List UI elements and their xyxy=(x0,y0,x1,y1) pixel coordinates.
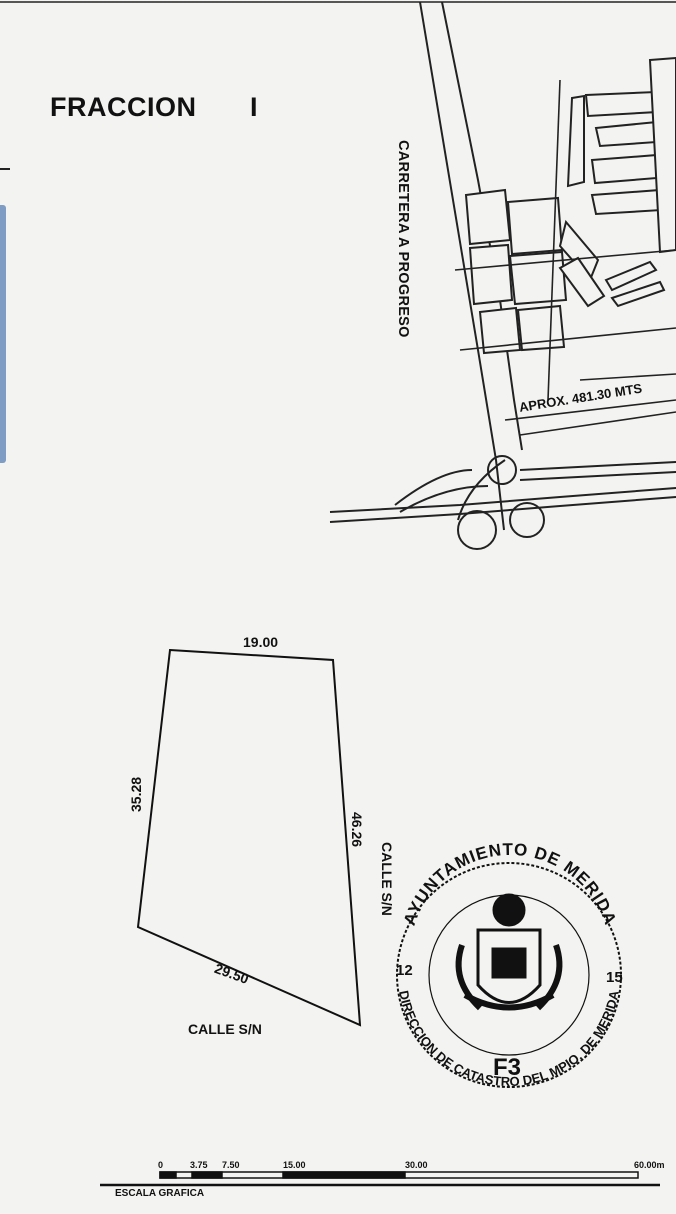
seal-left-number: 12 xyxy=(396,962,413,979)
street-label-right: CALLE S/N xyxy=(379,842,395,916)
graphic-scale-bar xyxy=(100,1171,660,1187)
interchange xyxy=(394,455,545,550)
scale-label: ESCALA GRAFICA xyxy=(115,1188,205,1199)
scale-tick: 30.00 xyxy=(405,1160,428,1170)
parcel-side-top: 19.00 xyxy=(243,634,279,650)
street-lines xyxy=(454,79,676,421)
ring-road xyxy=(329,461,676,523)
page-title-numeral: I xyxy=(250,92,258,122)
scale-tick: 60.00m xyxy=(634,1160,665,1170)
parcel-side-right: 46.26 xyxy=(349,812,365,848)
street-label-bottom: CALLE S/N xyxy=(188,1021,262,1037)
margin-dash xyxy=(0,168,10,170)
scale-tick: 0 xyxy=(158,1160,164,1170)
page-title: FRACCION xyxy=(50,92,197,122)
scale-tick: 15.00 xyxy=(283,1160,306,1170)
scale-tick: 7.50 xyxy=(222,1160,240,1170)
seal-code: F3 xyxy=(493,1054,522,1081)
highway-label: CARRETERA A PROGRESO xyxy=(395,140,411,338)
scale-tick: 3.75 xyxy=(190,1160,208,1170)
parcel-side-left: 35.28 xyxy=(128,776,144,812)
distance-arrow xyxy=(519,411,676,436)
blue-margin-tab xyxy=(0,205,6,463)
city-blocks xyxy=(464,56,676,355)
seal-right-number: 15 xyxy=(606,969,623,986)
municipal-seal xyxy=(396,862,622,1088)
parcel-polygon xyxy=(136,648,362,1027)
